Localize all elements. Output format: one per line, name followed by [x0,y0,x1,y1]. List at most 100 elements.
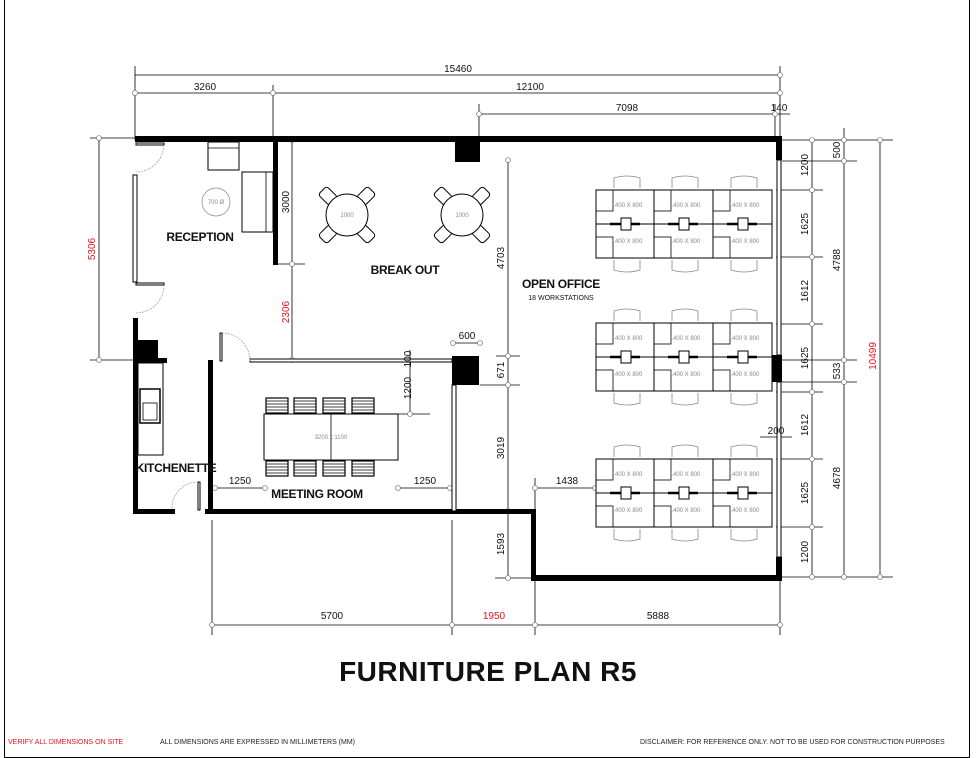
workstation-chair [613,260,641,273]
workstation-chair [730,393,758,406]
workstation-label: 1400 X 800 [612,336,643,342]
dim-140: 140 [771,103,788,114]
workstation-label: 1400 X 800 [729,239,760,245]
room-label-break-out: BREAK OUT [371,263,441,277]
breakout-table-label: 1000 [455,213,469,219]
dim-500: 500 [832,141,843,158]
footer-verify: VERIFY ALL DIMENSIONS ON SITE [8,739,124,746]
workstation-label: 1400 X 800 [670,472,701,478]
dim-1200: 1200 [403,376,414,399]
meeting-table [263,397,399,477]
breakout-table-label: 1000 [340,213,354,219]
power-module [620,350,632,364]
page-title: FURNITURE PLAN R5 [339,656,637,687]
desk-return [595,369,614,392]
workstation-label: 1400 X 800 [729,336,760,342]
power-module [737,350,749,364]
workstation-chair [730,260,758,273]
meeting-table-label: 3200 x 1100 [315,435,348,441]
dim-671: 671 [496,361,507,378]
dim-533: 533 [832,362,843,379]
meeting-chair [293,397,317,414]
dim-4678: 4678 [832,466,843,489]
workstation-chair [730,175,758,188]
workstation-label: 1400 X 800 [670,203,701,209]
dim-10499: 10499 [868,342,879,370]
workstation-chair [730,444,758,457]
dim-right-6: 1625 [800,481,811,504]
workstation-chair [671,308,699,321]
dim-1438: 1438 [556,476,579,487]
desk-return [712,189,731,212]
workstation-label: 1400 X 800 [670,239,701,245]
room-label-open-office: OPEN OFFICE [522,277,600,291]
kitchen-counter [137,362,164,456]
workstation-label: 1400 X 800 [729,372,760,378]
dim-1250-right: 1250 [414,476,437,487]
desk-return [595,189,614,212]
workstation-label: 1400 X 800 [612,508,643,514]
dim-4703: 4703 [496,246,507,269]
workstation-chair [671,260,699,273]
dim-200: 200 [768,426,785,437]
dimension-ticks [96,72,883,628]
workstation-label: 1400 X 800 [612,472,643,478]
dim-3000: 3000 [281,190,292,213]
meeting-chair [322,460,346,477]
walls [132,136,782,581]
open-office-subtitle: 18 WORKSTATIONS [528,295,594,302]
desk-return [595,236,614,259]
dim-2306: 2306 [281,300,292,323]
desk-return [595,458,614,481]
dim-5700: 5700 [321,611,344,622]
desk-return [712,505,731,528]
workstation-chair [730,308,758,321]
reception-furniture [201,141,274,233]
dim-7098: 7098 [616,103,639,114]
workstation-chair [730,529,758,542]
dimension-labels: 15460 12100 3260 7098 140 5306 3000 2306… [87,64,879,622]
meeting-chair [265,460,289,477]
reception-table-label: 700 Ø [208,200,225,206]
desk-return [712,322,731,345]
desk-return [653,236,672,259]
power-module [737,486,749,500]
desk-return [712,458,731,481]
workstation-label: 1400 X 800 [729,203,760,209]
desk-return [653,189,672,212]
meeting-chair [351,460,375,477]
workstation-label: 1400 X 800 [612,239,643,245]
desk-return [595,322,614,345]
workstation-chair [671,444,699,457]
power-module [620,217,632,231]
dim-3019: 3019 [496,436,507,459]
dim-1593: 1593 [496,532,507,555]
dim-5306: 5306 [87,237,98,260]
breakout-table [325,193,369,237]
dim-right-4: 1625 [800,346,811,369]
workstation-label: 1400 X 800 [729,508,760,514]
meeting-chair [265,397,289,414]
workstation-chair [671,393,699,406]
workstation-label: 1400 X 800 [729,472,760,478]
workstation-chair [613,393,641,406]
dim-1950: 1950 [483,611,506,622]
desk-return [653,458,672,481]
breakout-tables: 1000 1000 [318,186,491,244]
room-label-reception: RECEPTION [166,230,233,244]
workstation-label: 1400 X 800 [670,372,701,378]
workstation-desk [653,322,714,358]
dim-12100: 12100 [516,82,544,93]
workstations: 1400 X 800 1400 X 800 1400 X 800 1400 X 800… [595,175,773,542]
room-label-kitchenette: KITCHENETTE [136,461,217,475]
workstation-label: 1400 X 800 [612,372,643,378]
dim-4788: 4788 [832,248,843,271]
workstation-chair [671,175,699,188]
dim-right-5: 1612 [800,413,811,436]
power-module [737,217,749,231]
meeting-chair [322,397,346,414]
dim-1250-left: 1250 [229,476,252,487]
workstation-chair [613,444,641,457]
doors [135,142,251,511]
dim-600: 600 [459,331,476,342]
